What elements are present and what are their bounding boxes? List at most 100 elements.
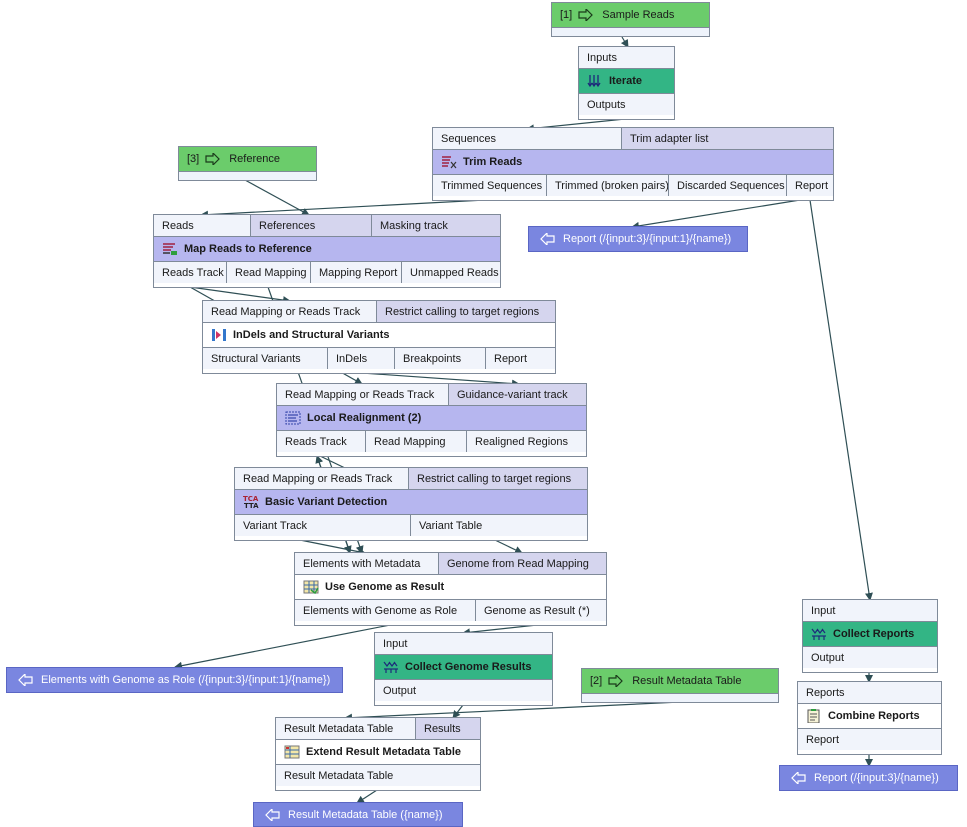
- variant-table-pin[interactable]: Variant Table: [411, 515, 587, 536]
- map-reads-icon: [163, 243, 177, 255]
- map-masking-pin[interactable]: Masking track: [372, 215, 500, 236]
- input-index: [1]: [560, 9, 573, 21]
- input-arrow-icon: [205, 153, 221, 165]
- wire-trim-report-output: [631, 199, 801, 230]
- wire-genome-elements: [174, 624, 391, 670]
- indels-node[interactable]: Read Mapping or Reads Track Restrict cal…: [202, 300, 556, 374]
- collect-icon: [811, 628, 826, 640]
- trim-reads-node[interactable]: Sequences Trim adapter list Trim Reads T…: [432, 127, 834, 201]
- node-title: InDels and Structural Variants: [233, 329, 390, 341]
- node-title: Trim Reads: [463, 156, 523, 168]
- indels-report-pin[interactable]: Report: [486, 348, 555, 369]
- collect-genome-node[interactable]: Input Collect Genome Results Output: [374, 632, 553, 706]
- basic-variant-node[interactable]: Read Mapping or Reads Track Restrict cal…: [234, 467, 588, 541]
- metadata-table-icon: [284, 745, 300, 759]
- realign-read-mapping-pin[interactable]: Read Mapping or Reads Track: [277, 384, 449, 405]
- input-label: Sample Reads: [602, 9, 675, 21]
- variant-restrict-pin[interactable]: Restrict calling to target regions: [409, 468, 587, 489]
- elements-genome-output-node[interactable]: Elements with Genome as Role (/{input:3}…: [6, 667, 343, 693]
- local-realignment-icon: [285, 411, 301, 425]
- map-references-pin[interactable]: References: [251, 215, 372, 236]
- result-metadata-input-node[interactable]: [2] Result Metadata Table: [581, 668, 779, 703]
- use-genome-node[interactable]: Elements with Metadata Genome from Read …: [294, 552, 607, 626]
- map-reads-track-pin[interactable]: Reads Track: [154, 262, 227, 283]
- input-arrow-icon: [578, 9, 594, 21]
- local-realignment-node[interactable]: Read Mapping or Reads Track Guidance-var…: [276, 383, 587, 457]
- realign-regions-pin[interactable]: Realigned Regions: [467, 431, 586, 452]
- use-genome-icon: [303, 580, 319, 594]
- wire-reference-map: [244, 179, 310, 216]
- collect-reports-output-pin[interactable]: Output: [803, 647, 937, 668]
- realign-guidance-pin[interactable]: Guidance-variant track: [449, 384, 586, 405]
- map-reads-node[interactable]: Reads References Masking track Map Reads…: [153, 214, 501, 288]
- realign-reads-track-pin[interactable]: Reads Track: [277, 431, 366, 452]
- output-arrow-icon: [265, 808, 280, 821]
- trim-sequences-pin[interactable]: Sequences: [433, 128, 622, 149]
- node-title: Map Reads to Reference: [184, 243, 312, 255]
- input-label: Reference: [229, 153, 280, 165]
- iterate-output-pin[interactable]: Outputs: [579, 94, 674, 115]
- node-title: Basic Variant Detection: [265, 496, 388, 508]
- map-unmapped-pin[interactable]: Unmapped Reads: [402, 262, 500, 283]
- wire-trim-map-reads: [200, 199, 486, 219]
- input-label: Result Metadata Table: [632, 675, 742, 687]
- trim-discarded-pin[interactable]: Discarded Sequences: [669, 175, 787, 196]
- input-index: [2]: [590, 675, 603, 687]
- combine-reports-output-pin[interactable]: Report: [798, 729, 941, 750]
- trim-adapter-pin[interactable]: Trim adapter list: [622, 128, 833, 149]
- indels-breakpoints-pin[interactable]: Breakpoints: [395, 348, 486, 369]
- trim-report-output-node[interactable]: Report (/{input:3}/{input:1}/{name}): [528, 226, 748, 252]
- iterate-input-pin[interactable]: Inputs: [579, 47, 674, 68]
- map-reads-pin[interactable]: Reads: [154, 215, 251, 236]
- extend-metadata-output-pin[interactable]: Result Metadata Table: [276, 765, 480, 786]
- genome-elements-pin[interactable]: Elements with Metadata: [295, 553, 439, 574]
- extend-results-pin[interactable]: Results: [416, 718, 480, 739]
- combined-report-output-node[interactable]: Report (/{input:3}/{name}): [779, 765, 958, 791]
- collect-genome-input-pin[interactable]: Input: [375, 633, 552, 654]
- collect-reports-input-pin[interactable]: Input: [803, 600, 937, 621]
- indels-structural-pin[interactable]: Structural Variants: [203, 348, 328, 369]
- combine-reports-input-pin[interactable]: Reports: [798, 682, 941, 703]
- map-read-mapping-pin[interactable]: Read Mapping: [227, 262, 311, 283]
- result-metadata-output-node[interactable]: Result Metadata Table ({name}): [253, 802, 463, 827]
- node-title: Extend Result Metadata Table: [306, 746, 462, 758]
- realign-read-mapping-out-pin[interactable]: Read Mapping: [366, 431, 467, 452]
- node-title: Combine Reports: [828, 710, 920, 722]
- input-arrow-icon: [608, 675, 624, 687]
- indels-indels-pin[interactable]: InDels: [328, 348, 395, 369]
- indels-read-mapping-pin[interactable]: Read Mapping or Reads Track: [203, 301, 377, 322]
- indels-icon: [212, 329, 226, 341]
- wire-trim-report-collect: [809, 199, 873, 601]
- sample-reads-input-node[interactable]: [1] Sample Reads: [551, 2, 710, 37]
- collect-genome-output-pin[interactable]: Output: [375, 680, 552, 701]
- output-arrow-icon: [540, 233, 555, 245]
- genome-elements-role-pin[interactable]: Elements with Genome as Role: [295, 600, 476, 621]
- iterate-icon: [587, 75, 601, 88]
- node-title: Iterate: [609, 75, 643, 87]
- node-title: Use Genome as Result: [325, 581, 445, 593]
- extend-metadata-node[interactable]: Result Metadata Table Results Extend Res…: [275, 717, 481, 791]
- node-title: Collect Genome Results: [405, 661, 532, 673]
- reference-input-node[interactable]: [3] Reference: [178, 146, 317, 181]
- input-index: [3]: [187, 153, 200, 165]
- combine-reports-node[interactable]: Reports Combine Reports Report: [797, 681, 942, 755]
- trim-broken-pairs-pin[interactable]: Trimmed (broken pairs): [547, 175, 669, 196]
- indels-restrict-pin[interactable]: Restrict calling to target regions: [377, 301, 555, 322]
- variant-track-pin[interactable]: Variant Track: [235, 515, 411, 536]
- variant-read-mapping-pin[interactable]: Read Mapping or Reads Track: [235, 468, 409, 489]
- extend-metadata-input-pin[interactable]: Result Metadata Table: [276, 718, 416, 739]
- collect-reports-node[interactable]: Input Collect Reports Output: [802, 599, 938, 673]
- trim-report-pin[interactable]: Report: [787, 175, 833, 196]
- wire-map-indels: [189, 286, 291, 304]
- output-label: Result Metadata Table ({name}): [288, 808, 443, 821]
- genome-from-mapping-pin[interactable]: Genome from Read Mapping: [439, 553, 606, 574]
- map-mapping-report-pin[interactable]: Mapping Report: [311, 262, 402, 283]
- output-label: Report (/{input:3}/{name}): [814, 772, 939, 784]
- output-label: Report (/{input:3}/{input:1}/{name}): [563, 233, 732, 245]
- trim-trimmed-sequences-pin[interactable]: Trimmed Sequences: [433, 175, 547, 196]
- trim-reads-icon: [442, 156, 457, 169]
- output-arrow-icon: [18, 674, 33, 686]
- genome-as-result-pin[interactable]: Genome as Result (*): [476, 600, 606, 621]
- iterate-node[interactable]: Inputs Iterate Outputs: [578, 46, 675, 120]
